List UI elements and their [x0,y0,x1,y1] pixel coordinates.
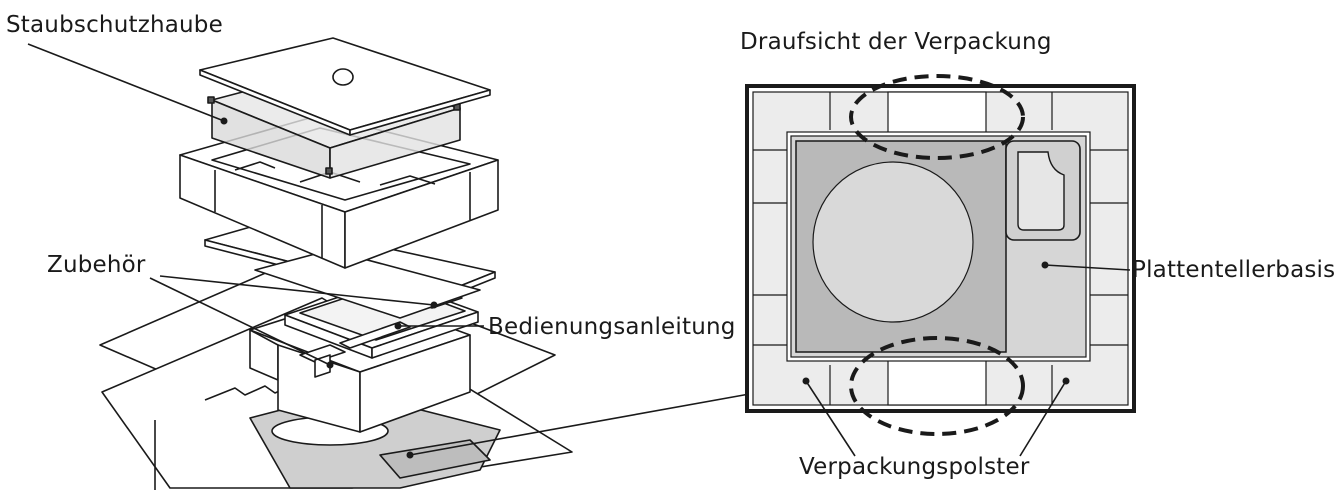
dot-manual [394,322,402,330]
leader-platter-base [1044,264,1131,271]
dot-dust-cover [220,117,228,125]
leader-cushion-right [1019,380,1067,457]
leader-dust-cover [27,43,225,122]
leader-cushion-left [805,380,856,457]
top-view [745,74,1136,436]
dot-cushion-right [1062,377,1070,385]
dashed-ellipse-bottom [849,336,1025,436]
platter-circle [812,161,974,323]
top-gap [887,91,987,137]
dot-accessory-2 [326,361,334,369]
top-lid [199,37,491,136]
label-dust-cover: Staubschutzhaube [6,12,223,38]
leader-connect [409,392,756,456]
accessory-pocket-inner [1017,151,1065,231]
label-packing-cushion: Verpackungspolster [799,454,1030,480]
cushion-segments [753,92,1128,405]
dot-accessory-1 [430,301,438,309]
dot-platter-base [1041,261,1049,269]
dot-cushion-left [802,377,810,385]
label-platter-base: Plattentellerbasis [1132,257,1334,283]
label-accessories: Zubehör [47,252,146,278]
leader-accessory-2 [149,277,331,366]
exploded-view [99,37,573,490]
bottom-gap [887,359,987,406]
leader-lines-left [27,43,756,456]
leader-lines-right [805,264,1131,457]
dashed-ellipse-top [849,74,1025,160]
dot-connect [406,451,414,459]
leader-accessory-1 [159,275,435,306]
label-manual: Bedienungsanleitung [488,314,736,340]
label-top-view: Draufsicht der Verpackung [740,29,1052,55]
